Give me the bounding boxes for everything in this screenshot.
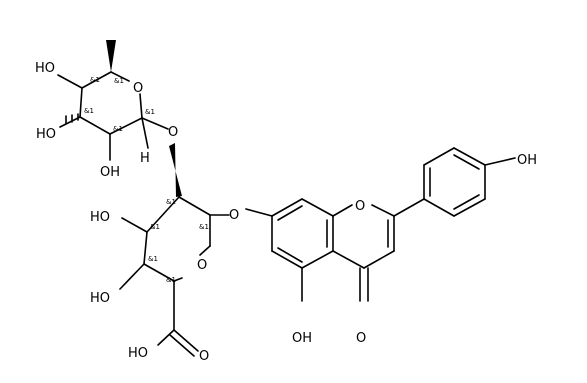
glycosidic-wedge <box>169 143 182 197</box>
stereo-markers: &1 &1 &1 &1 &1 &1 &1 &1 &1 &1 <box>84 76 209 284</box>
label-o-acid-carbonyl: O <box>199 349 209 364</box>
label-o-chromone-ring: O <box>355 199 365 214</box>
stereo-marker: &1 <box>113 125 123 133</box>
label-ho-acid: HO <box>128 346 148 361</box>
stereo-marker: &1 <box>90 76 100 84</box>
label-h-anomeric: H <box>140 151 150 166</box>
stereo-marker: &1 <box>150 223 160 231</box>
label-o-glycosidic-2: O <box>229 208 239 223</box>
chromone-core <box>271 198 425 302</box>
phenol-ring <box>423 147 516 217</box>
stereo-marker: &1 <box>166 276 176 284</box>
label-ho-top-left: HO <box>35 61 55 76</box>
stereo-marker: &1 <box>148 255 158 263</box>
label-oh-chromone: OH <box>292 331 312 346</box>
label-ho-glucuronide-2: HO <box>90 291 110 306</box>
methyl-wedge <box>106 40 116 72</box>
label-oh-phenol: OH <box>517 153 537 168</box>
label-o-glycosidic-1: O <box>168 125 178 140</box>
bond-to-ring-o <box>110 71 130 82</box>
glucuronide-ring <box>119 143 273 357</box>
label-ho-mid-left: HO <box>36 127 56 142</box>
stereo-marker: &1 <box>84 107 94 115</box>
stereo-marker: &1 <box>145 108 155 116</box>
stereo-marker: &1 <box>114 77 124 85</box>
label-o-ring-glucuronide: O <box>197 258 207 273</box>
label-o-chromone-carbonyl: O <box>356 331 366 346</box>
rhamnose-ring <box>57 40 169 161</box>
stereo-marker: &1 <box>166 198 176 206</box>
stereo-marker: &1 <box>199 223 209 231</box>
atom-labels: HO HO OH H O O HO HO O O HO O O OH O OH <box>35 61 537 364</box>
label-o-ring-rhamnose: O <box>133 81 143 96</box>
label-ho-glucuronide-1: HO <box>90 210 110 225</box>
label-oh-bottom-sugar: OH <box>100 165 120 180</box>
